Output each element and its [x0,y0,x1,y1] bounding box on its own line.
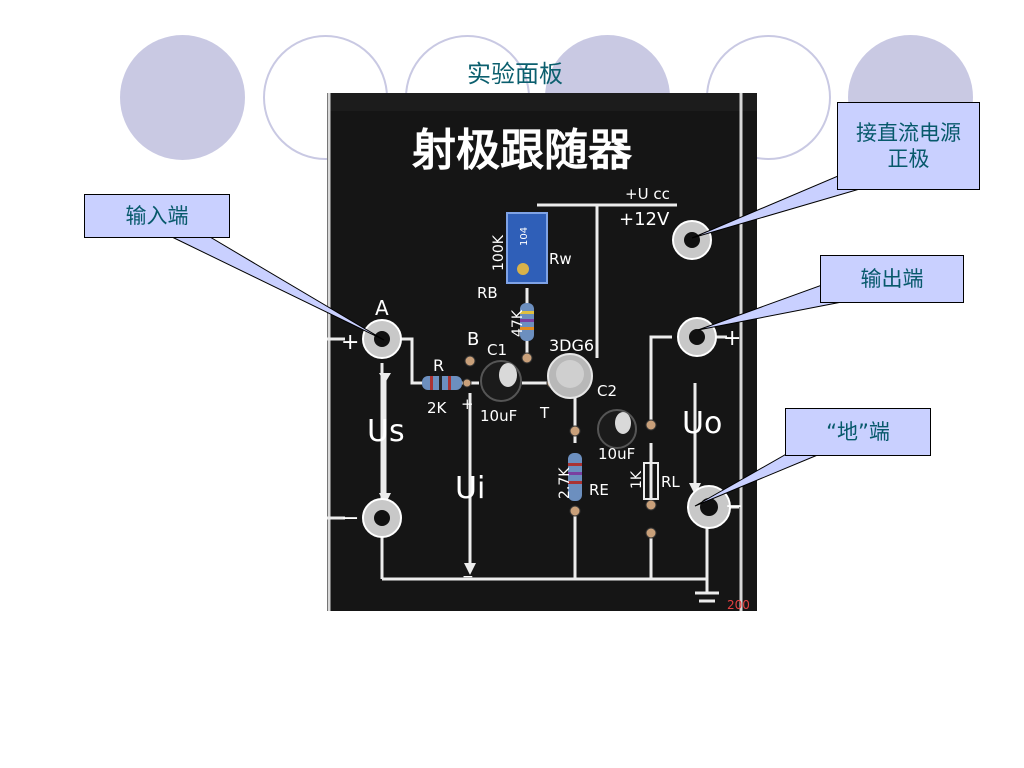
c1-value: 10uF [480,407,517,425]
c2-label: C2 [597,382,617,400]
resistor-re [568,453,582,501]
c2-value: 10uF [598,445,635,463]
r-label: R [433,356,444,375]
experiment-board: 射极跟随器 [327,93,757,611]
rw-label: Rw [549,250,572,268]
output-plus: + [723,326,741,351]
supply-value: +12V [619,209,670,230]
rl-label: RL [661,473,680,491]
t-label: T [539,404,550,422]
rb-label: RB [477,284,498,302]
resistor-r [422,376,462,390]
transistor-3dg6 [547,353,593,399]
base-plus: + [461,395,474,413]
output-minus: − [725,494,743,519]
callout-output: 输出端 [820,255,964,303]
input-plus: + [341,330,359,355]
resistor-rl [643,462,659,500]
board-title: 射极跟随器 [412,125,633,176]
resistor-47k [520,303,534,341]
re-value: 2.7K [557,467,573,499]
us-label: Us [367,414,405,449]
node-b-label: B [467,329,479,350]
supply-label: +U cc [625,185,670,203]
uo-label: Uo [682,406,722,441]
callout-ground: “地”端 [785,408,931,456]
callout-input: 输入端 [84,194,230,238]
rl-value: 1K [629,470,645,489]
r47-value: 47K [510,309,526,337]
re-label: RE [589,481,609,499]
ui-minus: − [462,569,474,585]
node-a-label: A [375,296,389,320]
deco-circle-1 [120,35,245,160]
potentiometer-rw [506,212,548,284]
ui-label: Ui [455,471,485,506]
capacitor-c2 [597,409,637,449]
pot-code: 104 [519,227,530,246]
capacitor-c1 [480,360,522,402]
callout-dc-positive: 接直流电源正极 [837,102,980,190]
transistor-label: 3DG6 [549,336,594,355]
jack-input-ground[interactable] [362,498,402,538]
input-minus: − [341,506,359,531]
r-value: 2K [427,399,448,417]
corner-text: 200 [727,598,750,611]
slide-title: 实验面板 [467,60,563,88]
c1-label: C1 [487,341,507,359]
rb-value: 100K [491,234,507,271]
